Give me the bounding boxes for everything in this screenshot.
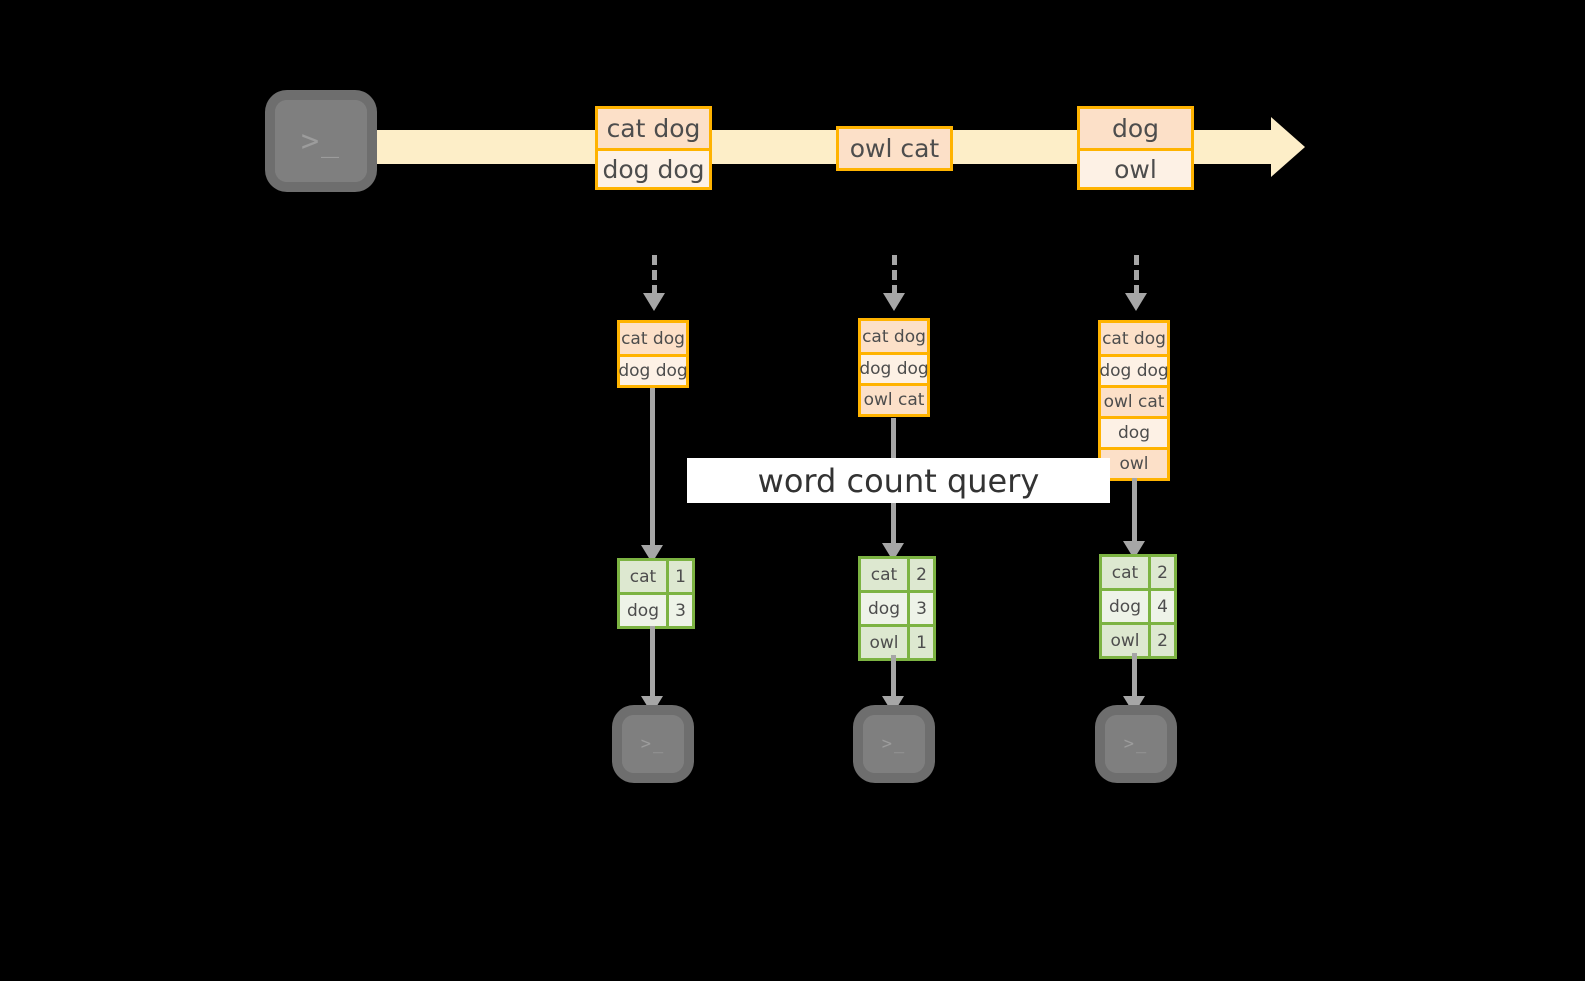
event-row: dog <box>1080 109 1191 148</box>
table-row: dog 3 <box>861 590 933 624</box>
snapshot-1-sink-arrowhead <box>641 696 663 714</box>
snapshot-2-result-table[interactable]: cat 2 dog 3 owl 1 <box>858 556 936 661</box>
table-row: cat 2 <box>1102 557 1174 588</box>
snapshot-1-result-table[interactable]: cat 1 dog 3 <box>617 558 695 629</box>
snapshot-2-sink-terminal-icon[interactable]: >_ <box>853 705 935 783</box>
snapshot-1-query-connector <box>650 388 655 553</box>
event-row: owl cat <box>839 129 950 168</box>
event-row: owl <box>1101 447 1167 478</box>
result-count: 4 <box>1148 591 1174 622</box>
stream-to-snapshot-3-arrowhead <box>1125 293 1147 311</box>
stream-event-box-3[interactable]: dog owl <box>1077 106 1194 190</box>
stream-to-snapshot-3-connector <box>1134 255 1139 295</box>
result-count: 1 <box>907 627 933 658</box>
result-word: owl <box>1102 625 1148 656</box>
result-word: cat <box>620 561 666 592</box>
event-row: cat dog <box>598 109 709 148</box>
result-word: dog <box>1102 591 1148 622</box>
event-stream-arrow-head <box>1271 117 1305 177</box>
terminal-prompt-glyph: >_ <box>881 734 907 754</box>
snapshot-3-sink-connector <box>1132 653 1137 705</box>
snapshot-3-query-connector <box>1132 478 1137 553</box>
result-count: 1 <box>666 561 692 592</box>
table-row: dog 3 <box>620 592 692 626</box>
event-row: dog dog <box>598 148 709 187</box>
terminal-prompt-glyph: >_ <box>1123 734 1149 754</box>
result-count: 2 <box>1148 557 1174 588</box>
terminal-body <box>275 100 367 182</box>
table-row: owl 1 <box>861 624 933 658</box>
table-row: dog 4 <box>1102 588 1174 622</box>
table-row: cat 2 <box>861 559 933 590</box>
stream-to-snapshot-2-connector <box>892 255 897 295</box>
result-word: cat <box>861 559 907 590</box>
event-row: owl <box>1080 148 1191 187</box>
result-count: 2 <box>907 559 933 590</box>
result-word: dog <box>620 595 666 626</box>
table-row: owl 2 <box>1102 622 1174 656</box>
snapshot-3-sink-arrowhead <box>1123 696 1145 714</box>
terminal-prompt-glyph: >_ <box>640 734 666 754</box>
result-count: 3 <box>907 593 933 624</box>
terminal-body <box>622 715 684 773</box>
snapshot-2-input-box[interactable]: cat dog dog dog owl cat <box>858 318 930 417</box>
snapshot-2-sink-connector <box>891 655 896 705</box>
table-row: cat 1 <box>620 561 692 592</box>
snapshot-1-sink-terminal-icon[interactable]: >_ <box>612 705 694 783</box>
event-row: cat dog <box>861 321 927 352</box>
event-row: owl cat <box>861 383 927 414</box>
event-row: dog <box>1101 416 1167 447</box>
snapshot-2-sink-arrowhead <box>882 696 904 714</box>
result-count: 2 <box>1148 625 1174 656</box>
stream-event-box-2[interactable]: owl cat <box>836 126 953 171</box>
snapshot-1-sink-connector <box>650 626 655 704</box>
stream-to-snapshot-1-arrowhead <box>643 293 665 311</box>
event-row: dog dog <box>1099 354 1169 385</box>
snapshot-1-input-box[interactable]: cat dog dog dog <box>617 320 689 388</box>
event-row: dog dog <box>618 354 688 385</box>
terminal-prompt-glyph: >_ <box>300 123 342 159</box>
event-row: cat dog <box>1101 323 1167 354</box>
query-label: word count query <box>757 461 1040 500</box>
snapshot-3-sink-terminal-icon[interactable]: >_ <box>1095 705 1177 783</box>
snapshot-3-input-box[interactable]: cat dog dog dog owl cat dog owl <box>1098 320 1170 481</box>
result-word: owl <box>861 627 907 658</box>
event-row: cat dog <box>620 323 686 354</box>
snapshot-3-result-table[interactable]: cat 2 dog 4 owl 2 <box>1099 554 1177 659</box>
terminal-body <box>1105 715 1167 773</box>
event-row: dog dog <box>859 352 929 383</box>
terminal-body <box>863 715 925 773</box>
event-row: owl cat <box>1101 385 1167 416</box>
stream-to-snapshot-1-connector <box>652 255 657 295</box>
result-word: dog <box>861 593 907 624</box>
query-label-band: word count query <box>687 458 1110 503</box>
stream-to-snapshot-2-arrowhead <box>883 293 905 311</box>
stream-event-box-1[interactable]: cat dog dog dog <box>595 106 712 190</box>
result-word: cat <box>1102 557 1148 588</box>
result-count: 3 <box>666 595 692 626</box>
source-terminal-icon[interactable]: >_ <box>265 90 377 192</box>
